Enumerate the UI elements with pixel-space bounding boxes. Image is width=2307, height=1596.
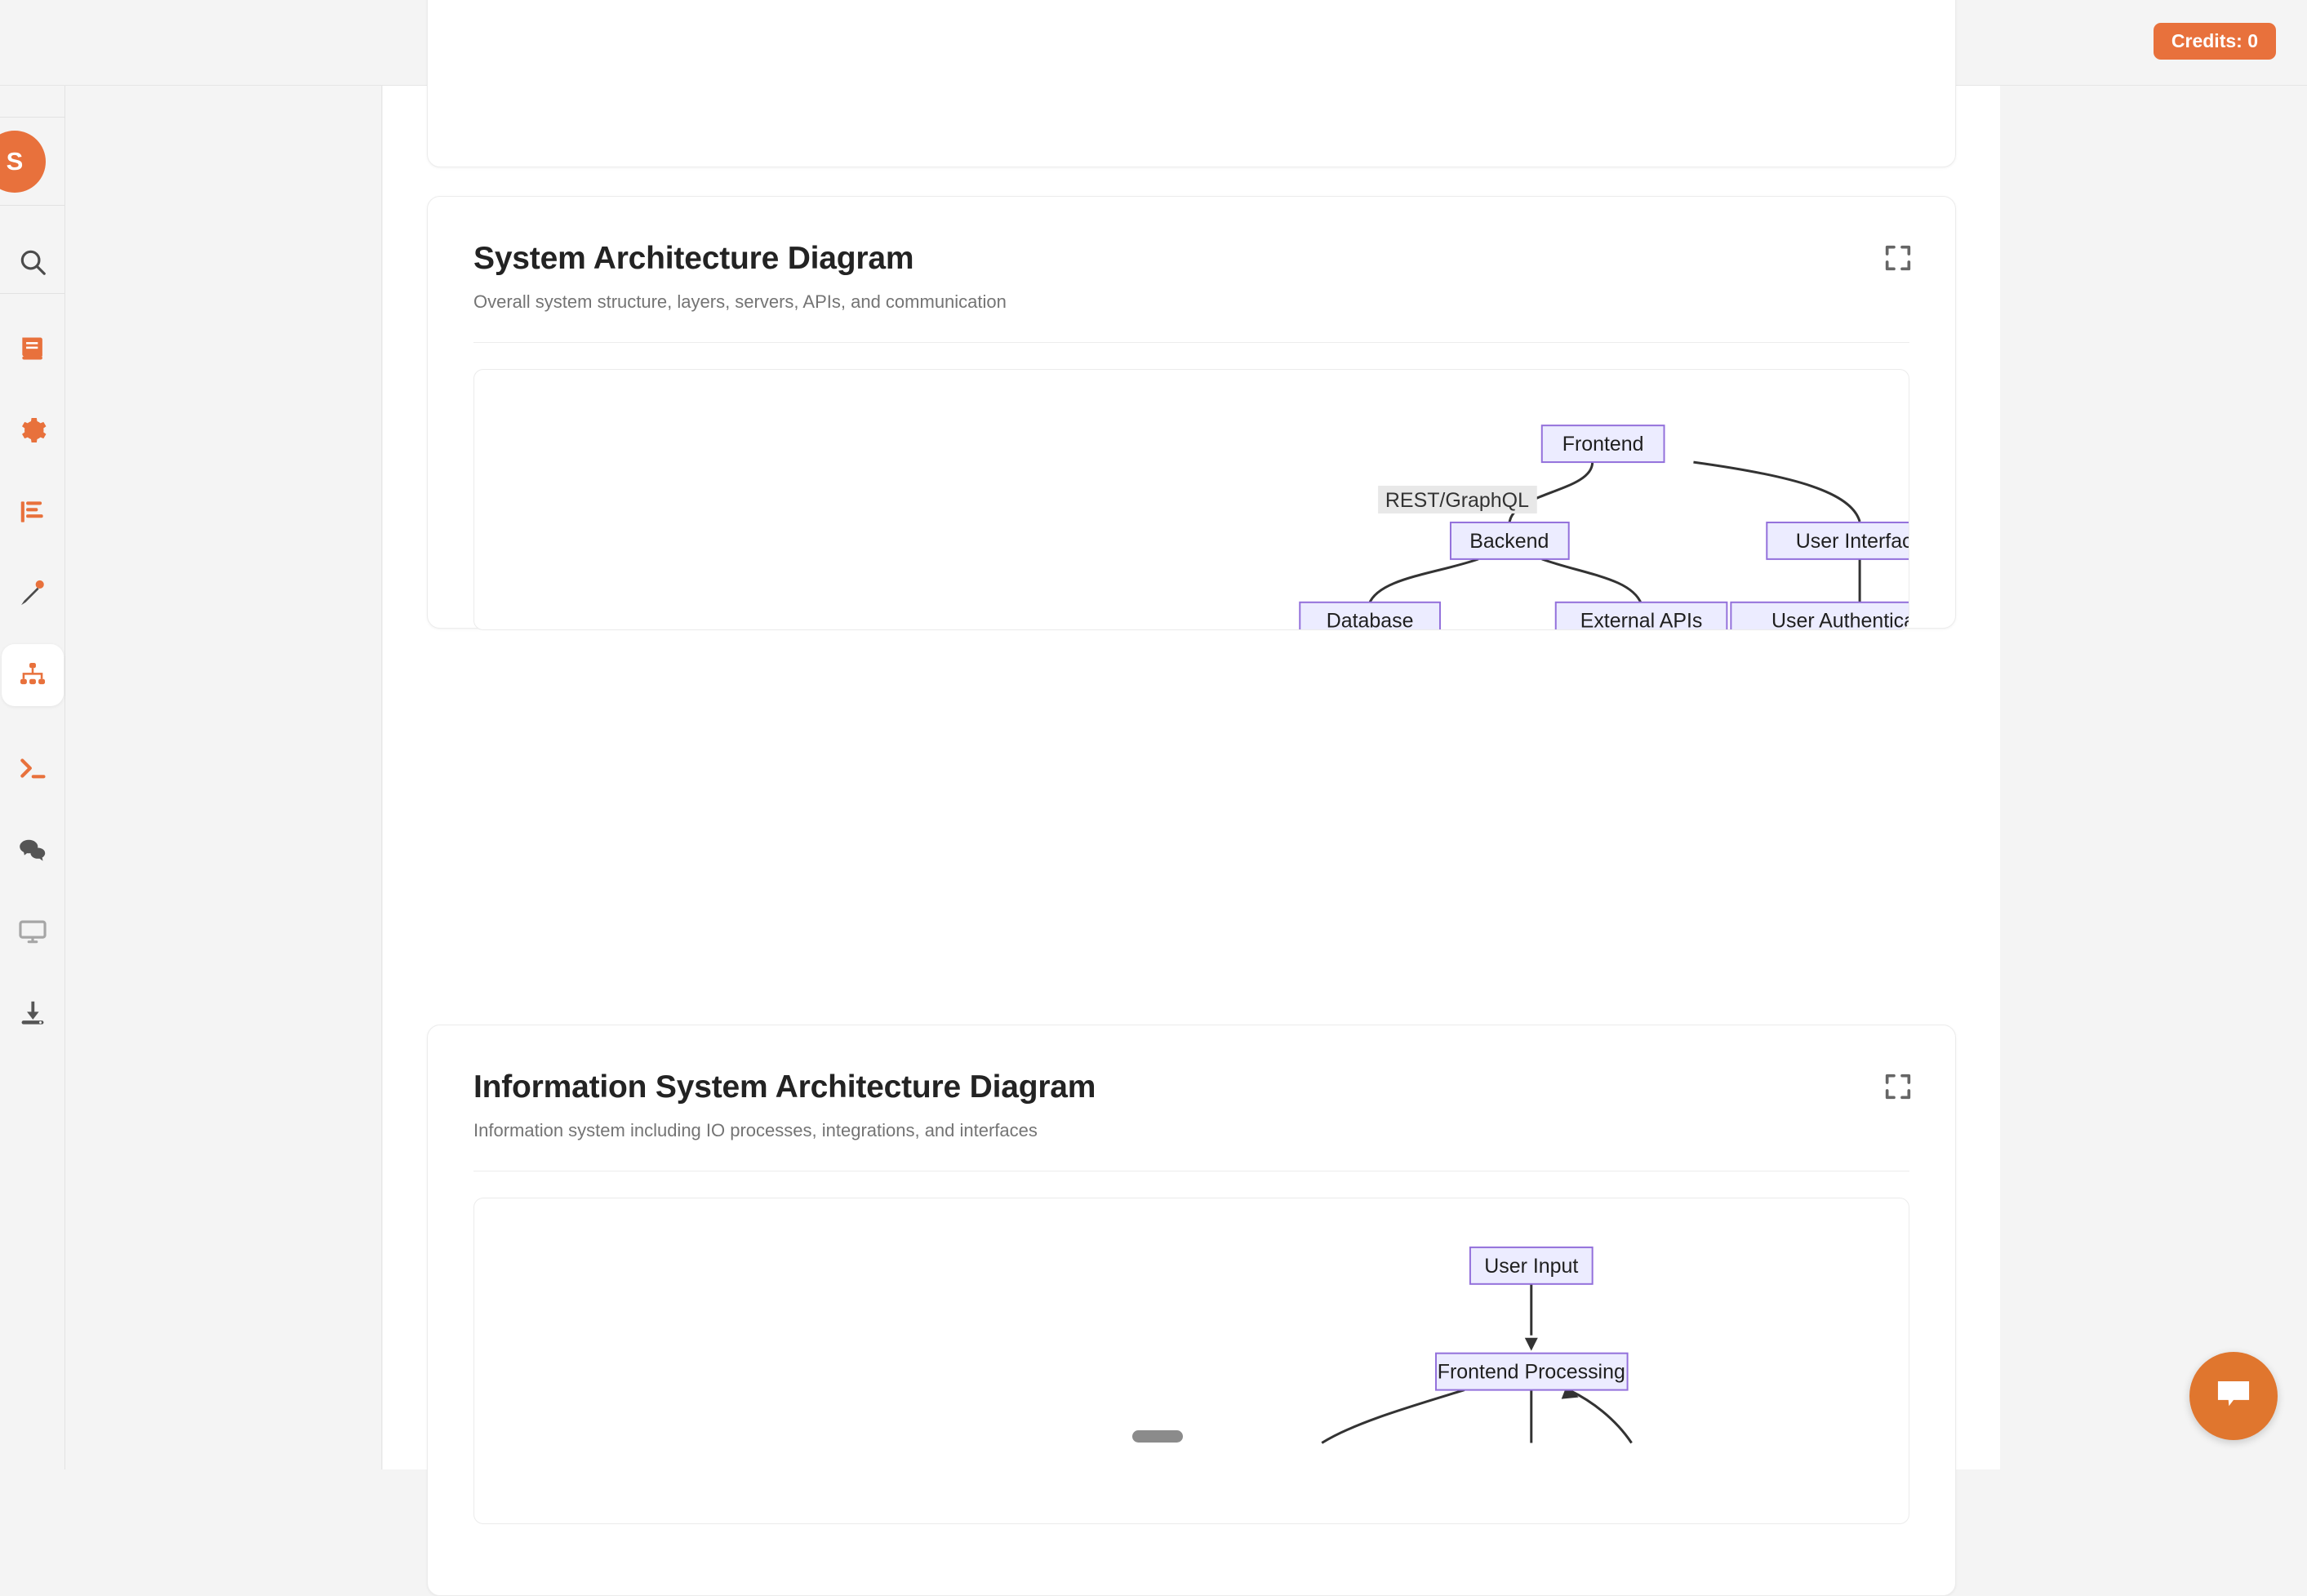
sidebar-item-documents[interactable] bbox=[2, 318, 64, 380]
card-system-architecture: System Architecture Diagram Overall syst… bbox=[427, 196, 1956, 629]
card-information-system-architecture: Information System Architecture Diagram … bbox=[427, 1025, 1956, 1596]
edge-backend-extapis bbox=[1542, 559, 1642, 604]
card-header: System Architecture Diagram Overall syst… bbox=[428, 197, 1955, 343]
chat-icon bbox=[17, 834, 48, 865]
chart-icon bbox=[17, 496, 48, 527]
node-label: User Authentication bbox=[1771, 610, 1909, 630]
node-label: Frontend Processing bbox=[1438, 1361, 1625, 1384]
diagram-canvas-system-architecture[interactable]: REST/GraphQL Frontend Backend User Inter… bbox=[473, 369, 1909, 630]
node-external-apis[interactable]: External APIs bbox=[1556, 602, 1727, 630]
terminal-icon bbox=[17, 753, 48, 784]
edge-frontproc-left bbox=[1322, 1390, 1465, 1443]
page-title: Information System Architecture Diagram bbox=[473, 1069, 1909, 1105]
card-header: Information System Architecture Diagram … bbox=[428, 1025, 1955, 1171]
expand-button[interactable] bbox=[1882, 242, 1914, 274]
node-label: Database bbox=[1327, 610, 1414, 630]
rail-divider-2 bbox=[0, 293, 65, 294]
node-frontend-processing[interactable]: Frontend Processing bbox=[1436, 1354, 1628, 1390]
credits-badge[interactable]: Credits: 0 bbox=[2154, 23, 2276, 60]
edge-label-text: REST/GraphQL bbox=[1385, 489, 1529, 512]
expand-icon bbox=[1882, 264, 1914, 278]
sidebar-item-console[interactable] bbox=[2, 737, 64, 799]
rail-divider-top bbox=[0, 117, 65, 118]
sidebar-item-export[interactable] bbox=[2, 982, 64, 1044]
horizontal-scrollbar-thumb[interactable] bbox=[1132, 1430, 1183, 1443]
diagram-canvas-information-system[interactable]: User Input Frontend Processing bbox=[473, 1198, 1909, 1524]
arrowhead-userinput-frontproc bbox=[1525, 1338, 1538, 1351]
node-database[interactable]: Database bbox=[1300, 602, 1440, 630]
avatar[interactable]: S bbox=[0, 131, 46, 193]
node-user-interface[interactable]: User Interface bbox=[1767, 522, 1909, 559]
rail-divider-1 bbox=[0, 205, 65, 206]
edge-backend-database bbox=[1369, 559, 1478, 604]
node-backend[interactable]: Backend bbox=[1451, 522, 1569, 559]
sidebar-item-search[interactable] bbox=[2, 231, 64, 293]
divider bbox=[473, 342, 1909, 343]
chat-launcher[interactable] bbox=[2189, 1352, 2278, 1440]
sidebar-item-diagrams[interactable] bbox=[2, 644, 64, 706]
node-label: User Input bbox=[1484, 1255, 1578, 1278]
node-label: Backend bbox=[1469, 530, 1549, 553]
node-frontend[interactable]: Frontend bbox=[1542, 425, 1665, 462]
secondary-panel bbox=[66, 86, 382, 1469]
node-label: Frontend bbox=[1562, 433, 1644, 456]
speech-bubble-icon bbox=[2212, 1373, 2255, 1420]
edge-label-rest-graphql: REST/GraphQL bbox=[1378, 486, 1537, 513]
monitor-icon bbox=[17, 916, 48, 947]
page-title: System Architecture Diagram bbox=[473, 241, 1909, 277]
sidebar-item-chat[interactable] bbox=[2, 819, 64, 881]
book-icon bbox=[17, 333, 48, 364]
sidebar-item-settings[interactable] bbox=[2, 399, 64, 461]
sidebar-item-reports[interactable] bbox=[2, 481, 64, 543]
expand-icon bbox=[1882, 1092, 1914, 1106]
system-architecture-svg: REST/GraphQL Frontend Backend User Inter… bbox=[474, 370, 1909, 630]
card-subtitle: Overall system structure, layers, server… bbox=[473, 291, 1909, 313]
gear-icon bbox=[17, 415, 48, 446]
card-subtitle: Information system including IO processe… bbox=[473, 1120, 1909, 1141]
main-content[interactable]: System Architecture Diagram Overall syst… bbox=[383, 86, 2000, 1469]
download-icon bbox=[17, 998, 48, 1029]
sidebar-item-design[interactable] bbox=[2, 562, 64, 625]
information-system-svg: User Input Frontend Processing bbox=[474, 1198, 1909, 1524]
node-user-authentication[interactable]: User Authentication bbox=[1731, 602, 1909, 630]
node-label: User Interface bbox=[1796, 530, 1909, 553]
icon-rail: S bbox=[0, 86, 65, 1469]
previous-card-partial bbox=[427, 0, 1956, 167]
hierarchy-icon bbox=[17, 660, 48, 691]
search-icon bbox=[17, 247, 48, 278]
sidebar-item-preview[interactable] bbox=[2, 900, 64, 962]
edge-frontend-ui bbox=[1693, 462, 1860, 522]
expand-button[interactable] bbox=[1882, 1070, 1914, 1103]
brush-icon bbox=[17, 578, 48, 609]
edge-frontproc-right bbox=[1571, 1391, 1632, 1443]
node-user-input[interactable]: User Input bbox=[1470, 1247, 1593, 1284]
node-label: External APIs bbox=[1580, 610, 1703, 630]
